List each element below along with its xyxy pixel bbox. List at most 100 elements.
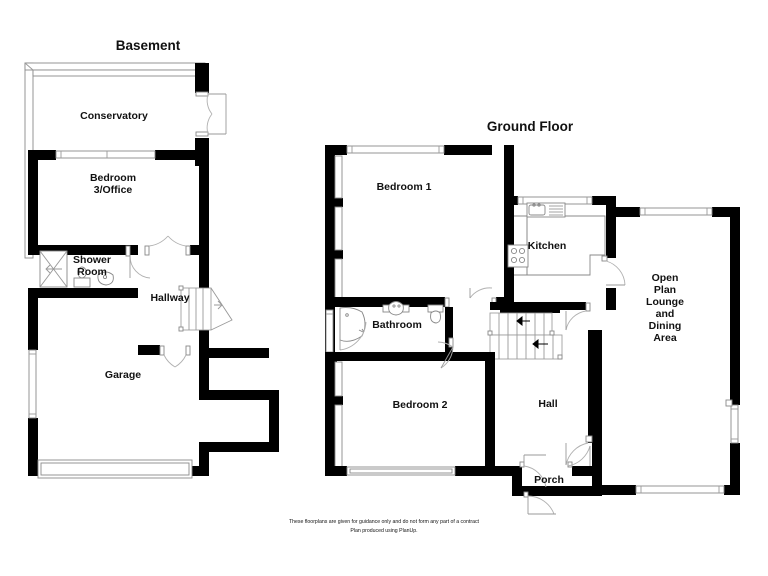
wall-segment	[444, 145, 492, 155]
wall-segment	[592, 196, 614, 205]
wall-segment	[512, 466, 522, 496]
wall-segment	[445, 307, 453, 352]
wall-segment	[28, 150, 56, 160]
stair-arrow-down-icon	[532, 338, 548, 350]
footer-line-1: These floorplans are given for guidance …	[289, 519, 480, 525]
wall-segment	[190, 466, 209, 476]
room-label-conservatory: Conservatory	[80, 110, 148, 122]
wall-segment	[199, 390, 279, 400]
basement-staircase-icon	[178, 285, 233, 332]
wall-segment	[325, 145, 347, 155]
stair-arrow-up-icon	[516, 315, 530, 327]
room-label-lounge-line2: Plan	[654, 284, 676, 296]
room-label-lounge-line3: Lounge	[646, 296, 684, 308]
wall-segment	[190, 245, 209, 255]
wall-segment	[199, 150, 209, 245]
conservatory-door	[195, 91, 227, 137]
room-label-bedroom-3-office-line1: Bedroom	[90, 172, 136, 184]
wall-segment	[730, 207, 740, 405]
wall-segment	[155, 150, 209, 160]
bathroom-door-2	[437, 337, 454, 369]
wall-segment	[195, 63, 209, 93]
bedroom1-window	[346, 145, 445, 154]
wall-segment	[325, 352, 485, 361]
wall-segment	[572, 466, 602, 476]
room-label-hall: Hall	[538, 398, 557, 410]
wall-segment	[504, 255, 514, 307]
wall-segment	[325, 252, 335, 307]
room-label-lounge-line6: Area	[653, 332, 677, 344]
footer-disclaimer: These floorplans are given for guidance …	[289, 519, 480, 534]
wall-segment	[199, 442, 209, 476]
wall-segment	[712, 207, 740, 217]
porch-door-outer	[523, 491, 556, 515]
room-label-lounge-line5: Dining	[649, 320, 682, 332]
bathroom-door	[339, 321, 367, 351]
kitchen-hob-icon	[507, 244, 529, 268]
bedroom1-door	[444, 287, 497, 308]
room-label-hallway: Hallway	[150, 292, 189, 304]
room-label-bedroom-2: Bedroom 2	[393, 399, 448, 411]
wall-segment	[504, 196, 518, 205]
wall-segment	[269, 390, 279, 452]
wall-segment	[28, 290, 38, 350]
wall-segment	[325, 297, 445, 307]
lounge-top-window	[639, 207, 713, 216]
wall-segment	[592, 443, 602, 495]
toilet-icon	[73, 266, 91, 288]
kitchen-door	[601, 255, 626, 286]
conservatory-glazing	[24, 62, 206, 259]
bedroom2-side-windows	[334, 361, 343, 468]
hallway-garage-door	[138, 345, 191, 368]
bedroom2-window	[346, 466, 456, 476]
room-label-bathroom: Bathroom	[372, 319, 422, 331]
wall-segment	[606, 196, 616, 258]
bedroom3-window	[55, 150, 156, 159]
room-label-porch: Porch	[534, 474, 564, 486]
wall-segment	[504, 145, 514, 203]
wall-segment	[28, 288, 138, 298]
garage-door-icon	[37, 459, 193, 479]
bathroom-window	[325, 309, 334, 357]
bathroom-toilet-icon	[427, 304, 444, 324]
hallway-top-door	[144, 235, 191, 256]
room-label-lounge-line4: and	[656, 308, 675, 320]
porch-door-inner	[519, 454, 547, 488]
wall-segment	[199, 442, 279, 452]
wall-segment	[28, 418, 38, 476]
shower-room-door	[125, 245, 151, 279]
plan-title-ground-floor: Ground Floor	[487, 119, 574, 134]
wall-segment	[199, 348, 209, 396]
room-label-garage: Garage	[105, 369, 141, 381]
shower-enclosure-icon	[39, 250, 68, 288]
kitchen-hall-door	[565, 302, 591, 331]
wall-segment	[490, 302, 586, 310]
wall-segment	[588, 330, 602, 443]
lounge-side-window	[730, 404, 739, 444]
wall-segment	[455, 466, 495, 476]
wall-segment	[28, 150, 38, 255]
room-label-lounge-line1: Open	[652, 272, 679, 284]
plan-title-basement: Basement	[116, 38, 181, 53]
wall-segment	[730, 443, 740, 495]
room-label-shower-room-line2: Room	[77, 266, 107, 278]
wall-segment	[616, 207, 640, 217]
wall-segment	[325, 200, 335, 252]
basement-plan: Conservatory Bedroom 3/Office Shower Roo…	[24, 38, 279, 479]
bedroom1-side-windows	[334, 155, 343, 303]
wall-segment	[325, 352, 335, 400]
room-label-shower-room-line1: Shower	[73, 254, 111, 266]
ground-staircase-icon	[487, 307, 563, 360]
garage-side-window	[28, 349, 37, 419]
room-label-bedroom-1: Bedroom 1	[377, 181, 432, 193]
wall-segment	[596, 485, 636, 495]
kitchen-sink-icon	[526, 202, 566, 218]
ground-floor-plan: Bedroom 1 Kitchen Bathroom Bedroom 2 Hal…	[325, 119, 740, 515]
wall-segment	[199, 348, 269, 358]
wall-segment	[325, 145, 335, 200]
room-label-kitchen: Kitchen	[528, 240, 567, 252]
wall-segment	[485, 352, 495, 476]
wall-segment	[606, 288, 616, 310]
